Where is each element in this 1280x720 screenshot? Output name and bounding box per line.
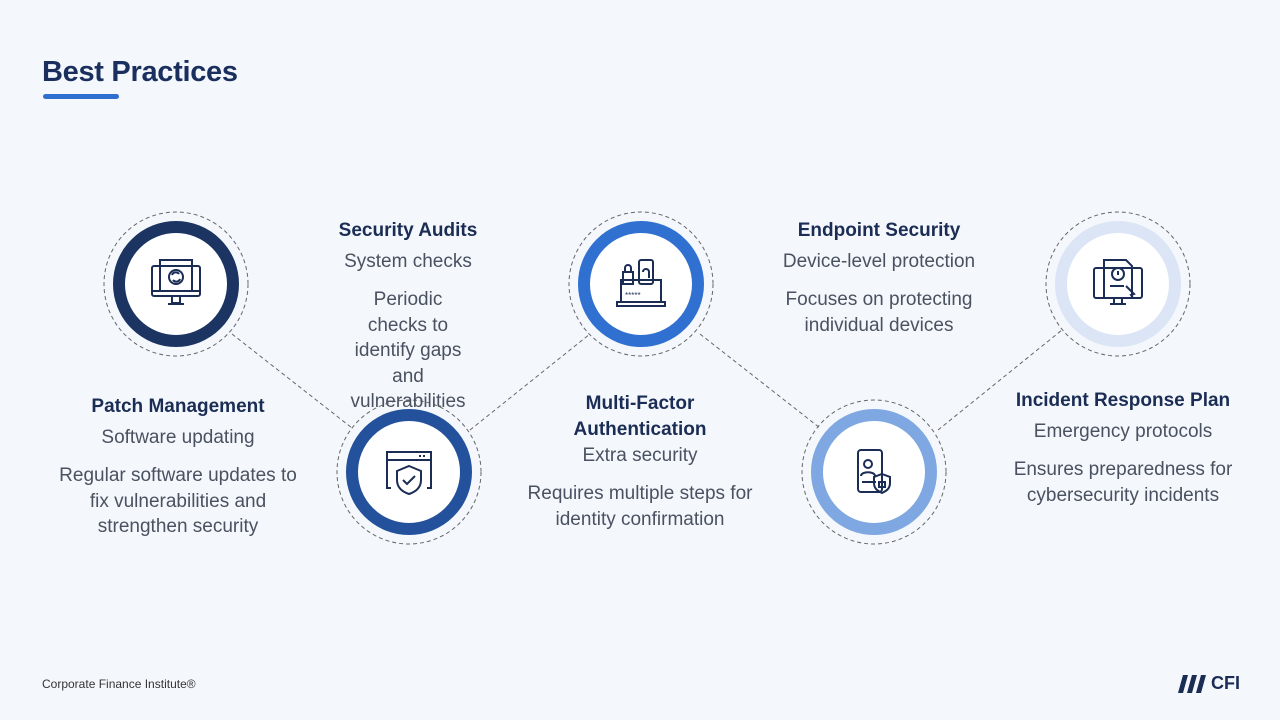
step-description: Focuses on protecting individual devices — [785, 289, 973, 336]
monitor-alert-icon — [1093, 259, 1143, 305]
page-title: Best Practices — [42, 56, 238, 88]
step-title: Incident Response Plan — [1015, 390, 1231, 411]
step-title: Multi-Factor Authentication — [573, 393, 707, 440]
step-incident-response-plan: Incident Response Plan Emergency protoco… — [993, 388, 1253, 508]
footer-company: Corporate Finance Institute® — [42, 677, 196, 691]
step-circle-security-audits — [346, 409, 472, 535]
step-multi-factor-authentication: Multi-Factor Authentication Extra securi… — [510, 391, 770, 532]
step-circle-incident-response-plan — [1055, 221, 1181, 347]
cfi-logo-mark-icon — [1178, 674, 1206, 693]
step-title: Endpoint Security — [797, 220, 961, 241]
browser-shield-icon — [386, 451, 432, 496]
step-endpoint-security: Endpoint Security Device-level protectio… — [749, 218, 1009, 338]
laptop-lock-fingerprint-icon: ***** — [616, 259, 666, 307]
step-circle-endpoint-security — [811, 409, 937, 535]
step-title: Patch Management — [91, 396, 265, 417]
step-circle-patch-management — [113, 221, 239, 347]
svg-text:*****: ***** — [625, 291, 641, 300]
step-subtitle: System checks — [344, 251, 472, 272]
step-title: Security Audits — [338, 220, 478, 241]
cfi-logo: CFI — [1178, 673, 1240, 694]
step-circle-multi-factor-authentication: ***** — [578, 221, 704, 347]
monitor-refresh-icon — [151, 259, 201, 305]
phone-user-lock-icon — [857, 449, 891, 495]
title-underline — [43, 94, 119, 99]
step-description: Periodic checks to identify gaps and vul… — [350, 289, 466, 412]
step-description: Ensures preparedness for cybersecurity i… — [1013, 459, 1233, 506]
step-patch-management: Patch Management Software updating Regul… — [48, 394, 308, 540]
step-description: Regular software updates to fix vulnerab… — [59, 465, 297, 537]
step-subtitle: Emergency protocols — [1033, 421, 1213, 442]
step-subtitle: Software updating — [101, 427, 255, 448]
step-subtitle: Device-level protection — [782, 251, 976, 272]
cfi-logo-text: CFI — [1211, 673, 1240, 693]
step-description: Requires multiple steps for identity con… — [527, 483, 753, 530]
step-security-audits: Security Audits System checks Periodic c… — [278, 218, 538, 415]
step-subtitle: Extra security — [582, 445, 698, 466]
